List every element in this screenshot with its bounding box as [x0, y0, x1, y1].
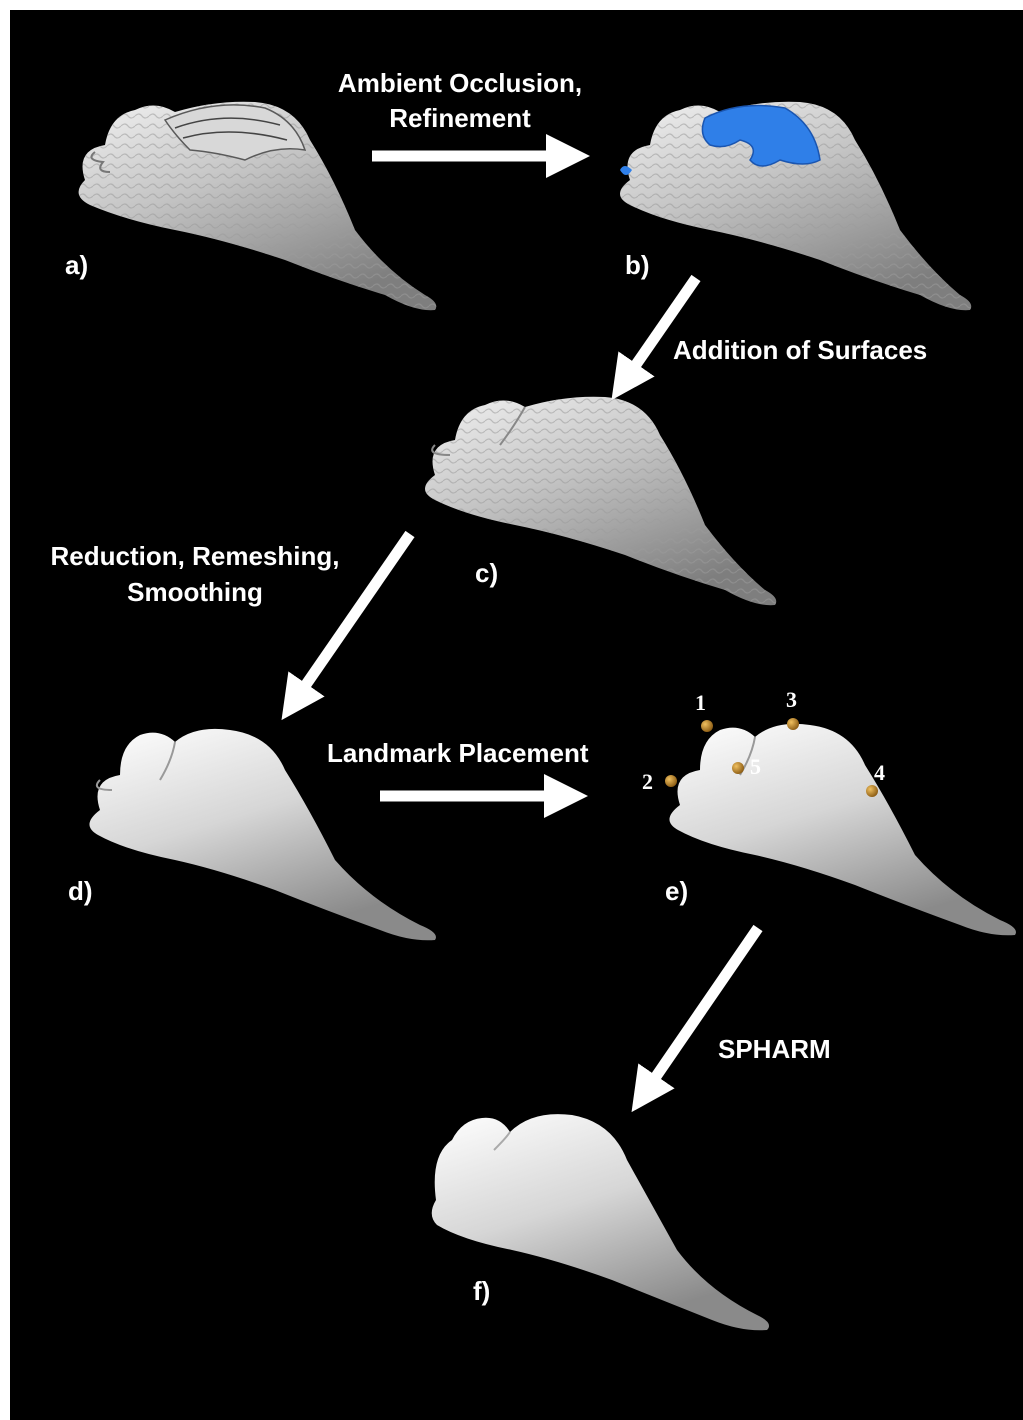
- landmark-1: 1: [695, 690, 713, 732]
- step-label-addition-of-surfaces: Addition of Surfaces: [673, 335, 927, 365]
- svg-text:1: 1: [695, 690, 706, 715]
- step-label-landmark-placement: Landmark Placement: [327, 738, 589, 768]
- shape-a-raw-surface: [79, 102, 437, 310]
- panel-label-e: e): [665, 876, 688, 906]
- panel-label-f: f): [473, 1276, 490, 1306]
- step-label-reduction: Reduction, Remeshing,: [51, 541, 340, 571]
- panel-label-a: a): [65, 250, 88, 280]
- landmark-2: 2: [642, 769, 677, 794]
- step-label-smoothing: Smoothing: [127, 577, 263, 607]
- svg-text:5: 5: [750, 754, 761, 779]
- svg-text:2: 2: [642, 769, 653, 794]
- panel-label-b: b): [625, 250, 650, 280]
- shape-e-landmarked-surface: [669, 724, 1016, 935]
- svg-text:4: 4: [874, 760, 885, 785]
- figure-canvas: 1 2 3 4 5 Ambient Occlusion, Refinement …: [10, 10, 1023, 1420]
- step-label-spharm: SPHARM: [718, 1034, 831, 1064]
- landmark-3: 3: [786, 687, 799, 730]
- pipeline-diagram: 1 2 3 4 5 Ambient Occlusion, Refinement …: [10, 10, 1023, 1420]
- step-label-ambient-occlusion: Ambient Occlusion,: [338, 68, 582, 98]
- panel-label-c: c): [475, 558, 498, 588]
- step-label-refinement: Refinement: [389, 103, 531, 133]
- svg-text:3: 3: [786, 687, 797, 712]
- panel-label-d: d): [68, 876, 93, 906]
- arrow-icon: [624, 278, 696, 382]
- arrow-icon: [644, 928, 758, 1094]
- shape-b-refined-surface: [620, 102, 971, 310]
